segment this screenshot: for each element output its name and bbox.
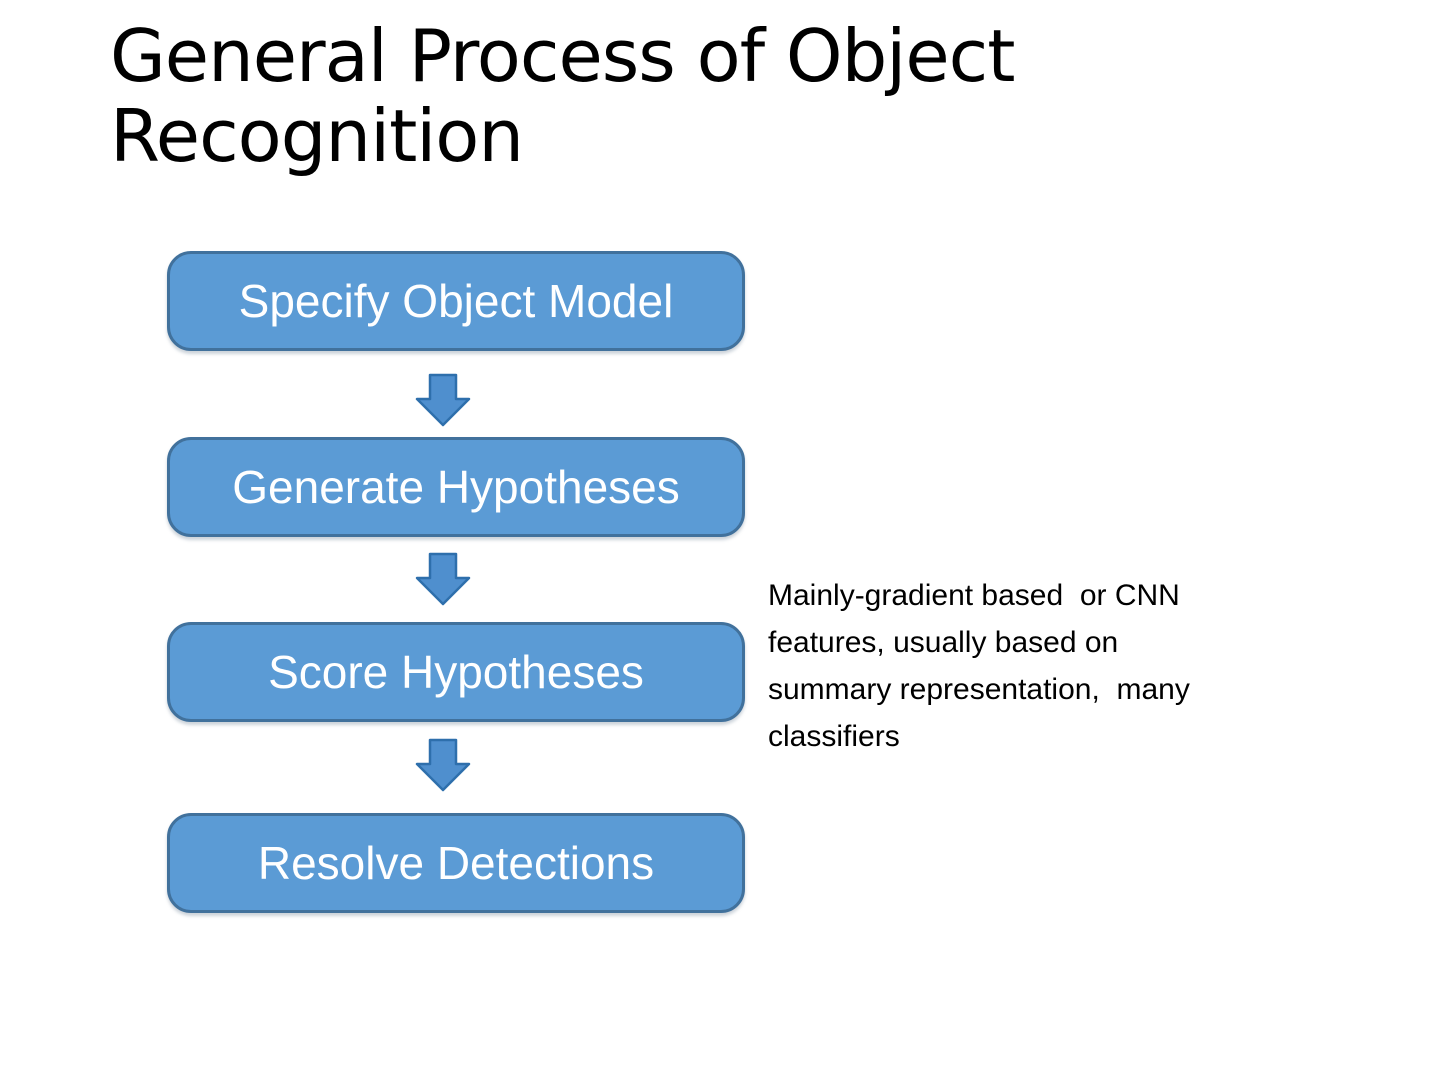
annotation-text: Mainly-gradient based or CNN features, u… bbox=[768, 579, 1190, 753]
flow-step-label: Score Hypotheses bbox=[268, 646, 644, 698]
down-arrow-icon bbox=[415, 373, 471, 427]
flow-step-label: Resolve Detections bbox=[257, 837, 655, 889]
down-arrow-icon bbox=[415, 552, 471, 606]
flow-step-label: Specify Object Model bbox=[238, 275, 674, 327]
flow-step-generate-hypotheses: Generate Hypotheses bbox=[167, 437, 745, 537]
down-arrow-icon bbox=[415, 738, 471, 792]
flow-step-score-hypotheses: Score Hypotheses bbox=[167, 622, 745, 722]
flow-step-resolve-detections: Resolve Detections bbox=[167, 813, 745, 913]
flow-step-label: Generate Hypotheses bbox=[232, 461, 680, 513]
page-title: General Process of Object Recognition bbox=[110, 14, 1015, 178]
flow-step-specify-object-model: Specify Object Model bbox=[167, 251, 745, 351]
